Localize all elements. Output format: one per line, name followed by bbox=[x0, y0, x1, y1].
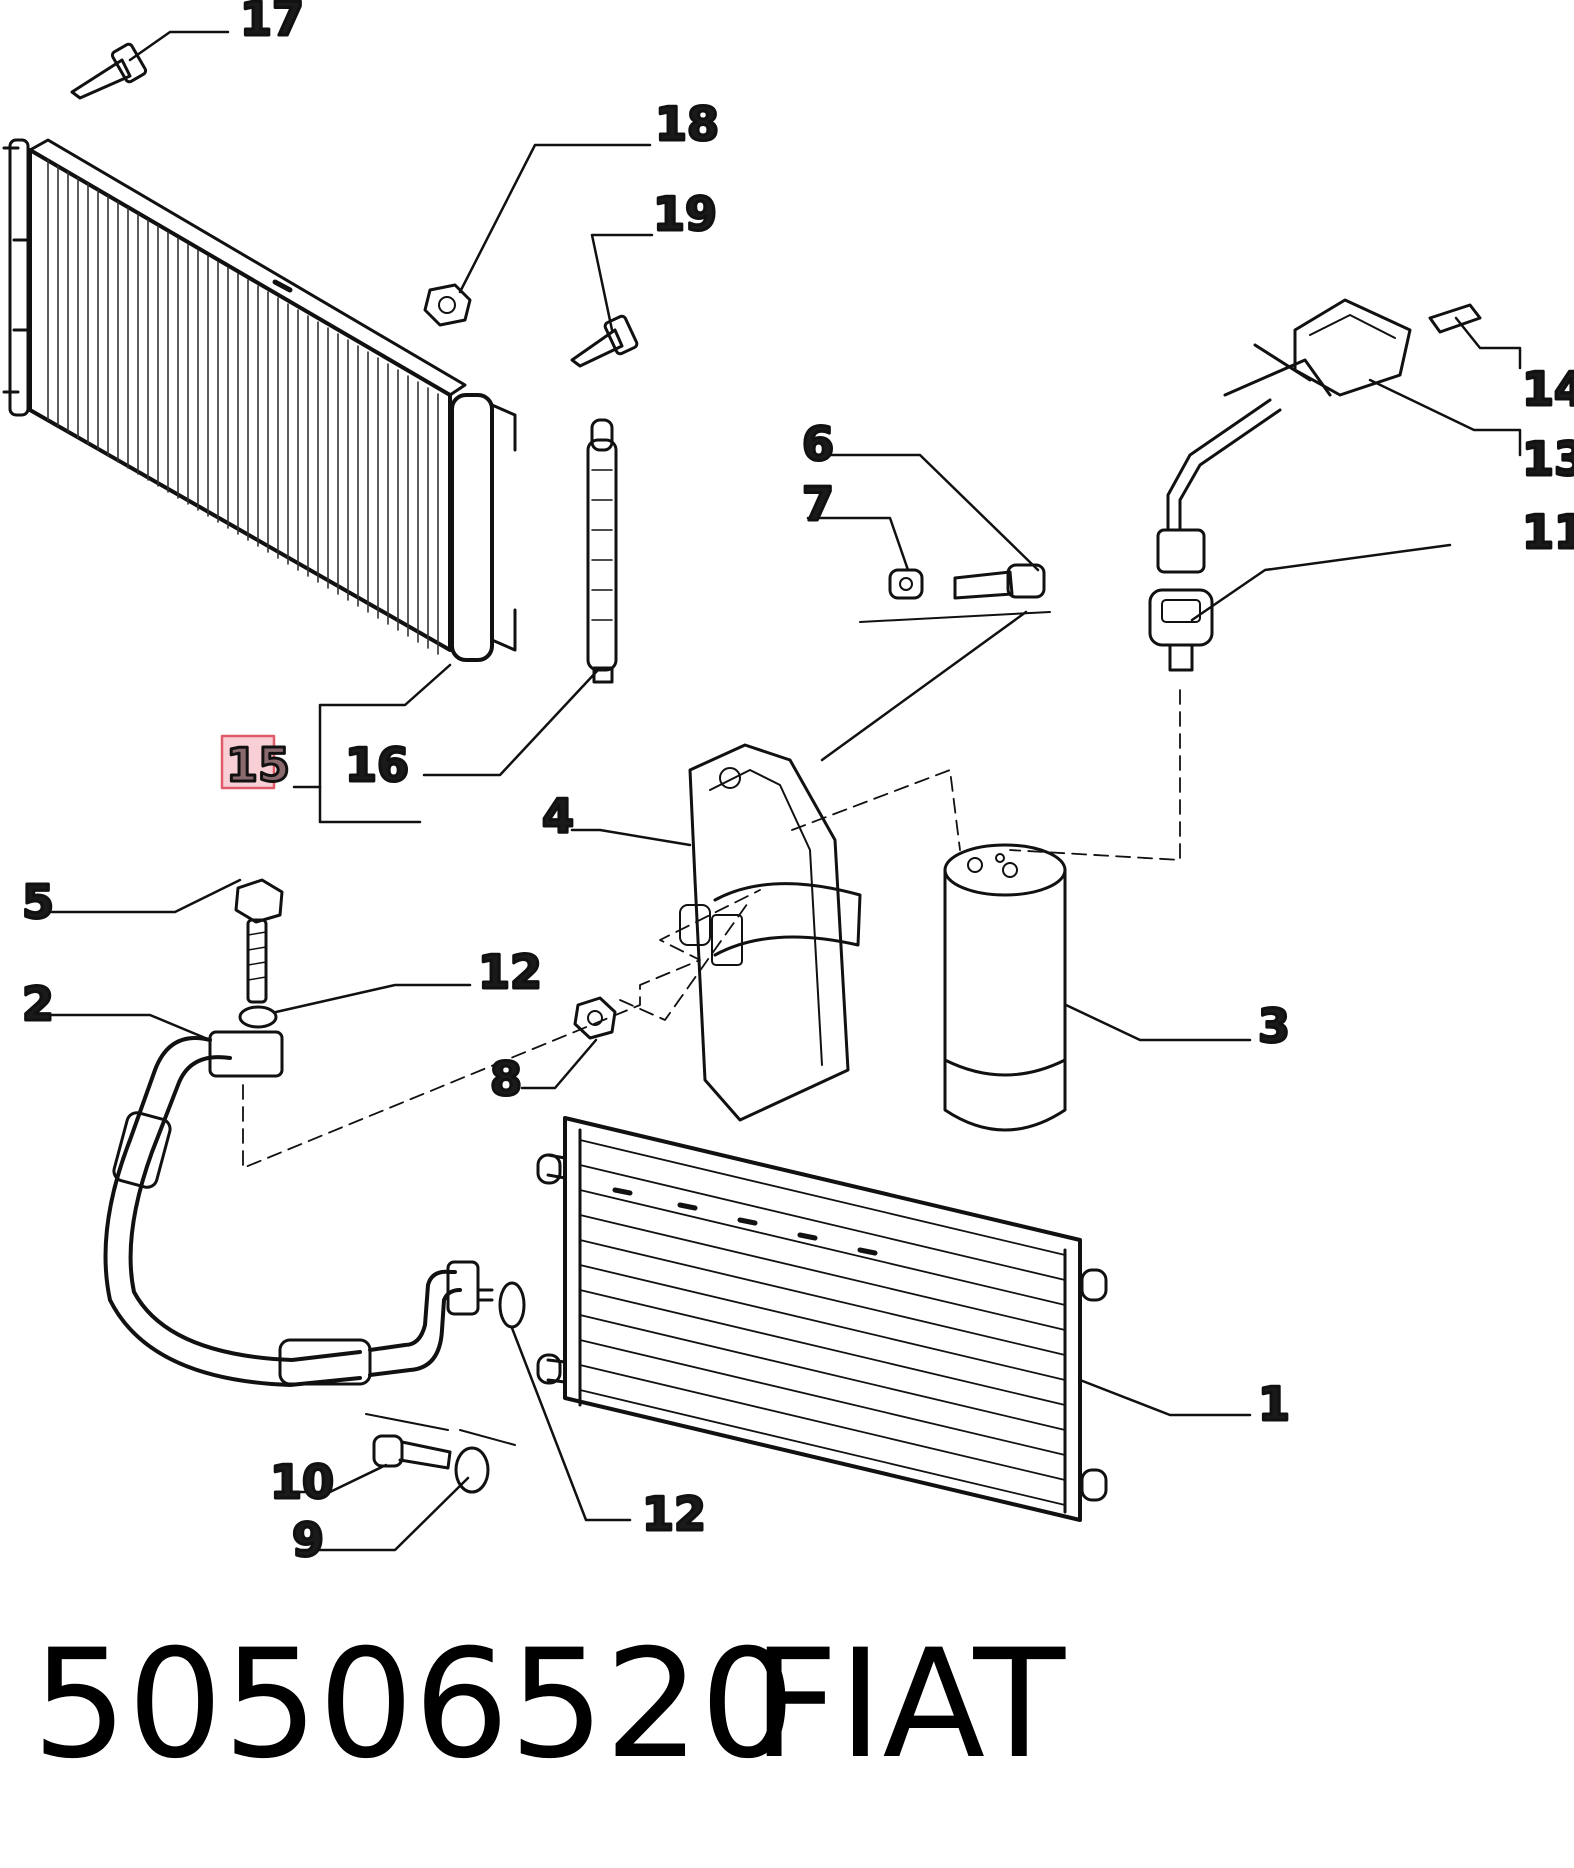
callout-15-highlight bbox=[220, 734, 276, 790]
callout-6: 6 bbox=[802, 417, 834, 471]
callout-7: 7 bbox=[802, 477, 834, 531]
wire-break bbox=[1223, 343, 1332, 397]
callout-16: 16 bbox=[345, 738, 409, 792]
refrigerant-hose bbox=[103, 1030, 494, 1387]
callout-5: 5 bbox=[22, 875, 54, 929]
washer-9 bbox=[454, 1446, 490, 1494]
callout-10: 10 bbox=[270, 1455, 334, 1509]
callout-11: 11 bbox=[1522, 505, 1574, 559]
condenser-lower bbox=[536, 1116, 1108, 1522]
callout-17: 17 bbox=[240, 0, 304, 46]
screw-19 bbox=[570, 314, 639, 368]
bolt-7 bbox=[888, 568, 924, 600]
callout-8: 8 bbox=[490, 1052, 522, 1106]
bolt-10 bbox=[372, 1434, 452, 1470]
bolt-5 bbox=[234, 878, 284, 1004]
callout-12-lower: 12 bbox=[642, 1487, 706, 1541]
callout-3: 3 bbox=[1258, 999, 1290, 1053]
callout-4: 4 bbox=[542, 789, 574, 843]
callout-2: 2 bbox=[22, 977, 54, 1031]
o-ring-12 bbox=[498, 1281, 526, 1329]
screw-17 bbox=[70, 42, 148, 100]
leader-6-7-bracket bbox=[859, 611, 1051, 623]
condenser-upper bbox=[2, 138, 517, 662]
brand-name: FIAT bbox=[752, 1618, 1066, 1792]
bolt-6 bbox=[953, 563, 1046, 600]
part-number: 50506520 bbox=[32, 1618, 796, 1792]
receiver-drier bbox=[943, 843, 1067, 1132]
callout-15: 15 bbox=[226, 738, 290, 792]
callout-1: 1 bbox=[1258, 1377, 1290, 1431]
dashed-assembly-lines bbox=[242, 689, 1181, 1169]
callout-14: 14 bbox=[1522, 362, 1574, 416]
leader-9-10-bracket bbox=[365, 1413, 516, 1446]
leader-lines bbox=[50, 30, 1522, 1552]
nut-8 bbox=[573, 996, 617, 1040]
washer-12-top bbox=[238, 1005, 278, 1029]
nut-18 bbox=[423, 283, 472, 327]
callout-13: 13 bbox=[1522, 432, 1574, 486]
bracket-4 bbox=[679, 743, 862, 1122]
connector-13 bbox=[1293, 298, 1412, 397]
callout-12-upper: 12 bbox=[478, 945, 542, 999]
pressure-switch bbox=[1148, 398, 1282, 672]
callout-18: 18 bbox=[655, 97, 719, 151]
drier-cartridge bbox=[586, 418, 618, 684]
callout-19: 19 bbox=[653, 187, 717, 241]
terminal-14 bbox=[1428, 303, 1482, 334]
callout-9: 9 bbox=[292, 1513, 324, 1567]
